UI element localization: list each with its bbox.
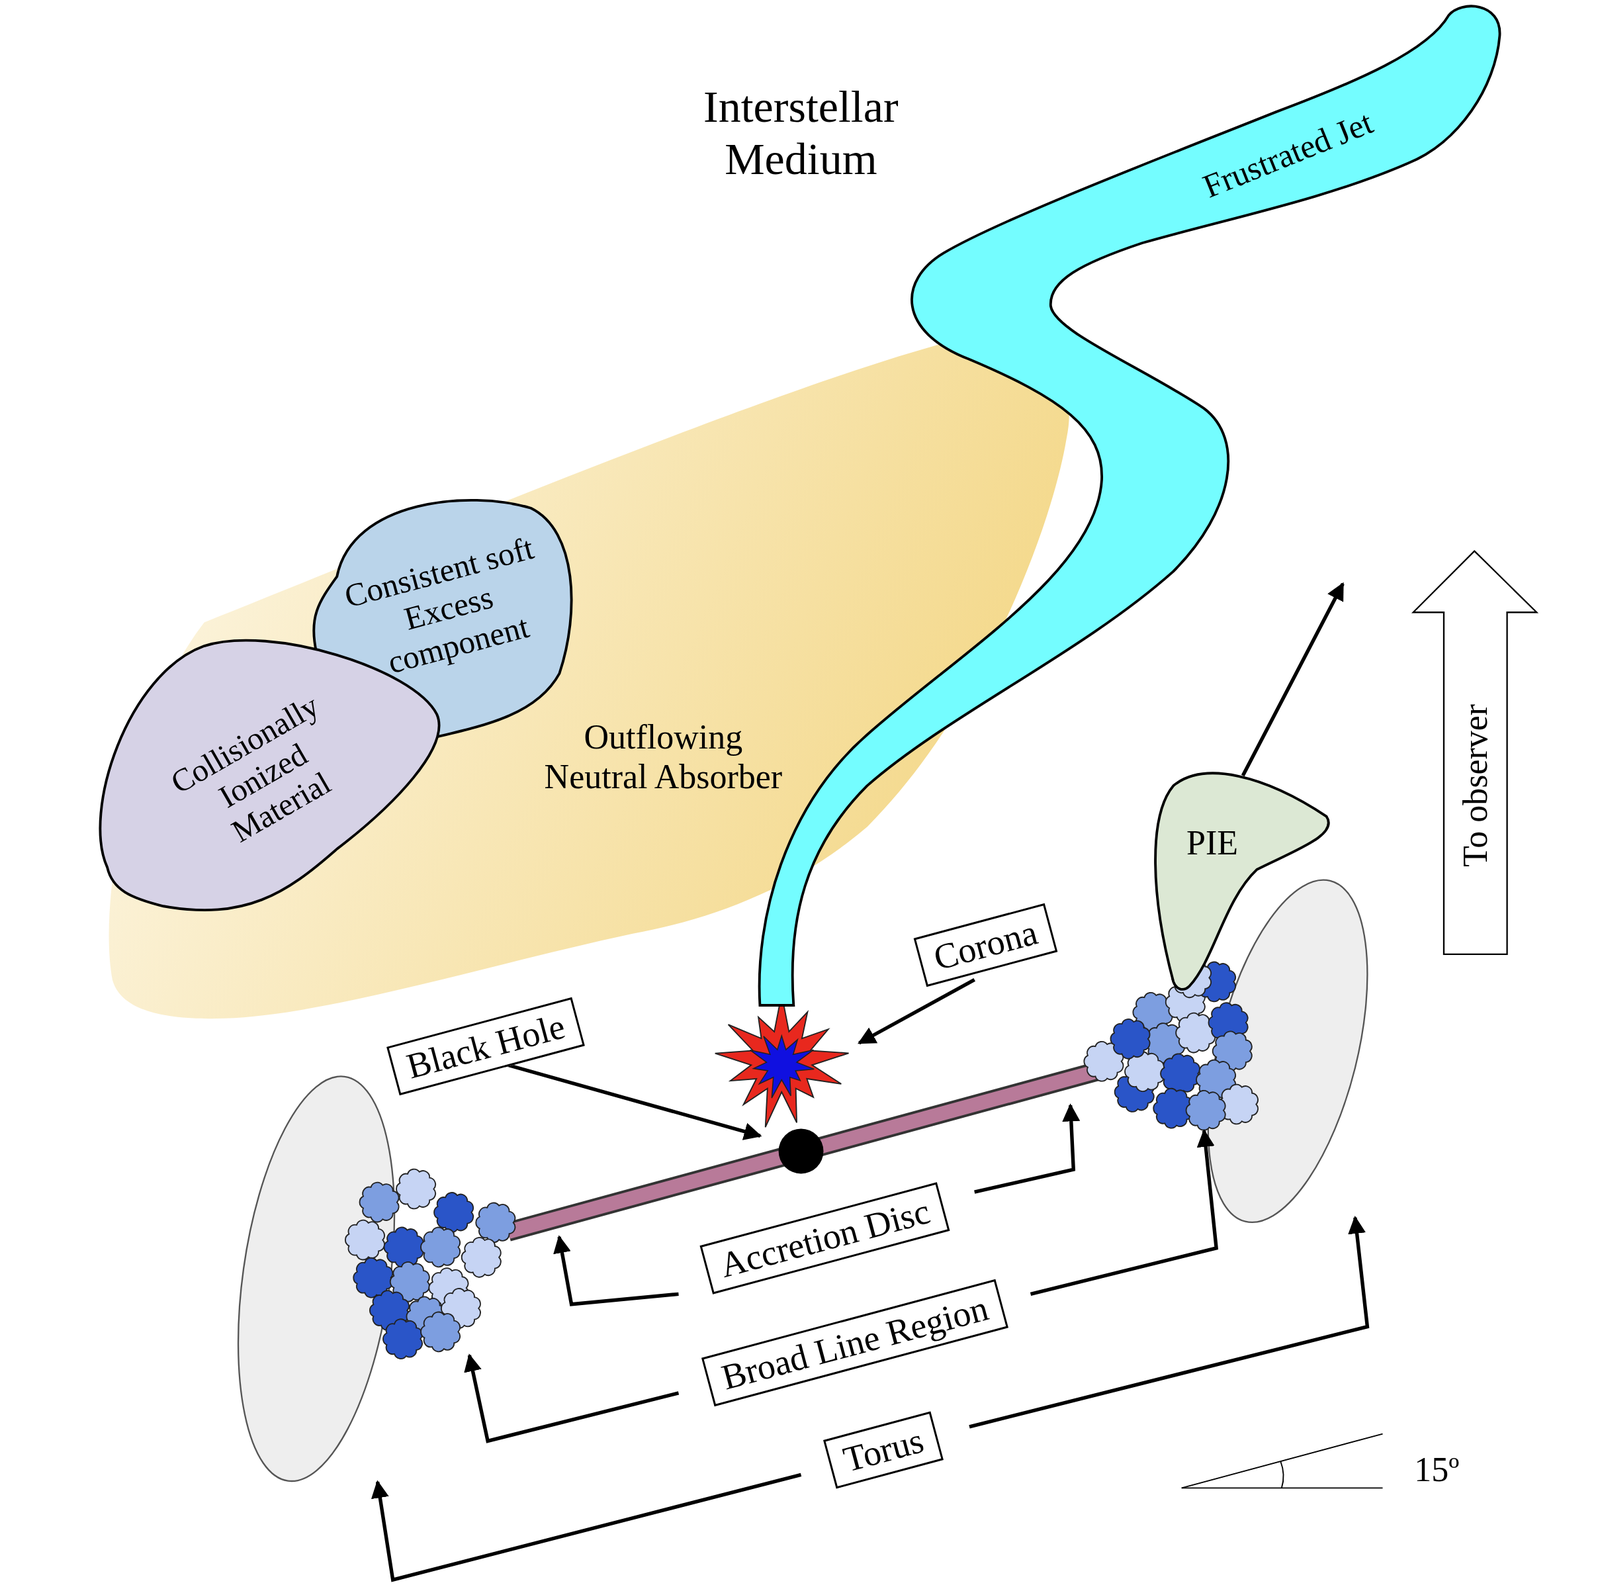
node-text: Torus bbox=[839, 1420, 928, 1481]
corona-star-outer bbox=[715, 993, 849, 1127]
leader-line bbox=[974, 1105, 1074, 1192]
blr-cloud bbox=[461, 1237, 501, 1278]
angle-symbol bbox=[1181, 1433, 1383, 1489]
text-holder: To observer bbox=[1455, 704, 1496, 867]
torus-left bbox=[215, 1066, 418, 1491]
blr-clouds bbox=[345, 957, 1258, 1359]
node-text: Corona bbox=[929, 911, 1043, 978]
black-hole-label-box: Black Hole bbox=[386, 996, 585, 1096]
ism-ellipse bbox=[7, 9, 1592, 1398]
blr-cloud bbox=[1186, 1090, 1226, 1131]
blr-cloud bbox=[384, 1227, 424, 1268]
text-holder: Outflowing Neutral Absorber bbox=[540, 717, 786, 797]
blr-cloud bbox=[1160, 1053, 1200, 1094]
node-text: PIE bbox=[1186, 823, 1239, 863]
blr-cloud bbox=[1110, 1019, 1150, 1059]
blr-cloud bbox=[434, 1192, 474, 1233]
pie-blob: PIE bbox=[1142, 755, 1342, 995]
leader-line bbox=[377, 1474, 802, 1580]
corona-label-box: Corona bbox=[913, 903, 1059, 988]
leader-line bbox=[858, 979, 975, 1043]
angle-label: 15º bbox=[1414, 1449, 1460, 1490]
broad-line-region-label-box: Broad Line Region bbox=[701, 1279, 1009, 1407]
node-text: Outflowing Neutral Absorber bbox=[540, 717, 786, 797]
accretion-disc-label-box: Accretion Disc bbox=[699, 1181, 950, 1295]
node-text: Black Hole bbox=[402, 1005, 570, 1087]
text-holder: Interstellar Medium bbox=[647, 80, 955, 184]
corona-star bbox=[715, 993, 849, 1127]
collisional-material-blob: Collisionally Ionized Material bbox=[91, 632, 450, 924]
blr-cloud bbox=[359, 1182, 399, 1223]
pie-outflow-arrow bbox=[1242, 583, 1343, 776]
leader-line bbox=[969, 1217, 1368, 1427]
blr-cloud bbox=[383, 1318, 423, 1359]
leader-line bbox=[559, 1236, 679, 1305]
collisional-material-blob-path bbox=[99, 640, 439, 911]
observer-arrow: To observer bbox=[1408, 545, 1544, 960]
text-holder: PIE bbox=[1186, 823, 1239, 863]
blr-cloud bbox=[420, 1312, 460, 1352]
blr-cloud bbox=[420, 1227, 460, 1268]
node-text: To observer bbox=[1455, 704, 1496, 867]
blr-cloud bbox=[475, 1202, 515, 1243]
node-text: Broad Line Region bbox=[717, 1287, 993, 1399]
angle-label-holder: 15º bbox=[1414, 1449, 1460, 1490]
leader-line bbox=[494, 1061, 761, 1137]
observer-arrow-path bbox=[1413, 551, 1538, 955]
leader-line bbox=[469, 1355, 679, 1442]
pie-blob-outline bbox=[1142, 755, 1342, 995]
blr-cloud bbox=[396, 1169, 436, 1209]
node-text: Interstellar Medium bbox=[647, 80, 955, 184]
torus-label-box: Torus bbox=[823, 1411, 944, 1489]
corona-star-inner bbox=[750, 1035, 815, 1098]
interstellar-medium-region: Interstellar MediumOutflowing Neutral Ab… bbox=[7, 9, 1592, 1398]
leader-line bbox=[1030, 1130, 1217, 1295]
blr-cloud bbox=[345, 1220, 385, 1260]
black-hole bbox=[778, 1128, 824, 1174]
node-text: Accretion Disc bbox=[715, 1189, 934, 1286]
frustrated-jet-path bbox=[759, 5, 1501, 1006]
pie-blob-path bbox=[1155, 773, 1329, 990]
